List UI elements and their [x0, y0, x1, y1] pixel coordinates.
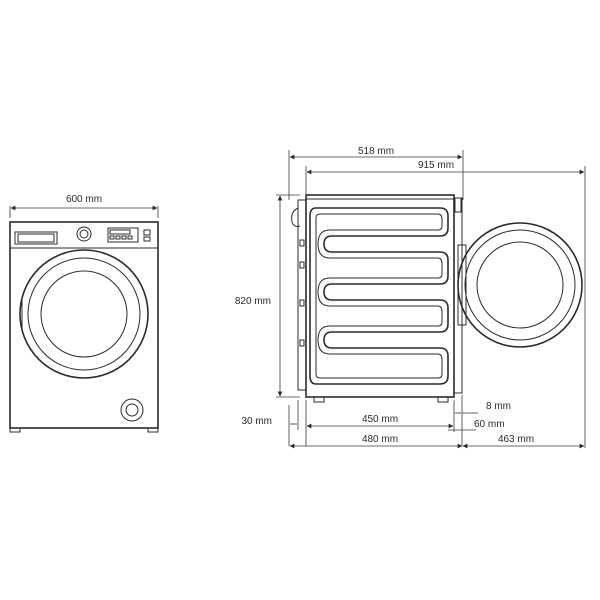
door-offset-label: 60 mm	[474, 419, 505, 430]
control-knob-profile	[454, 197, 462, 213]
service-hatch-cap	[125, 403, 139, 417]
side-view: 518 mm 915 mm 820 mm	[235, 146, 586, 449]
body-depth-label: 450 mm	[362, 414, 398, 425]
total-depth-dimension: 480 mm	[289, 434, 463, 449]
front-width-dimension: 600 mm	[9, 194, 159, 218]
service-hatch	[120, 398, 144, 422]
open-door	[457, 222, 583, 348]
drum-inner	[315, 213, 443, 379]
side-foot-rear	[313, 396, 325, 403]
height-label: 820 mm	[235, 296, 271, 307]
drum-outline	[309, 207, 449, 385]
depth-open-door-label: 915 mm	[418, 160, 454, 171]
foot-left	[9, 427, 21, 433]
program-knob-center	[79, 229, 89, 239]
program-knob-icon	[76, 226, 92, 242]
door-glass	[40, 270, 128, 358]
body-depth-dimension: 450 mm	[305, 400, 455, 446]
door-outer-ring	[19, 249, 149, 379]
door-swing-dimension: 463 mm	[462, 434, 585, 449]
height-dimension: 820 mm	[235, 194, 300, 398]
rear-clearance-dimension: 30 mm	[241, 400, 299, 446]
door-offset-dimension: 60 mm	[448, 419, 505, 431]
rear-fittings	[299, 239, 305, 347]
foot-right	[147, 427, 159, 433]
open-door-ring	[464, 229, 576, 341]
door-swing-label: 463 mm	[498, 434, 534, 445]
depth-label: 518 mm	[358, 146, 394, 157]
display-panel	[107, 227, 139, 243]
side-cabinet	[305, 194, 455, 398]
door-hinge-side	[457, 244, 467, 326]
total-depth-label: 480 mm	[362, 434, 398, 445]
control-buttons	[109, 229, 151, 242]
door-ring	[27, 257, 141, 371]
rear-clearance-label: 30 mm	[241, 416, 272, 427]
door-thickness-label: 8 mm	[486, 401, 511, 412]
door-thickness-dimension: 8 mm	[455, 395, 511, 446]
hose-connector	[291, 207, 301, 227]
depth-dimension: 518 mm	[288, 146, 464, 200]
front-cabinet	[9, 221, 159, 429]
side-foot-front	[437, 396, 449, 403]
detergent-drawer	[14, 231, 58, 245]
front-width-label: 600 mm	[66, 194, 102, 205]
open-door-glass	[476, 241, 564, 329]
front-width-text: 600 mm	[66, 194, 102, 205]
rear-panel	[297, 199, 307, 391]
front-view: 600 mm	[9, 194, 159, 433]
detergent-drawer-handle	[17, 233, 55, 243]
depth-open-door-dimension: 915 mm	[305, 160, 586, 448]
